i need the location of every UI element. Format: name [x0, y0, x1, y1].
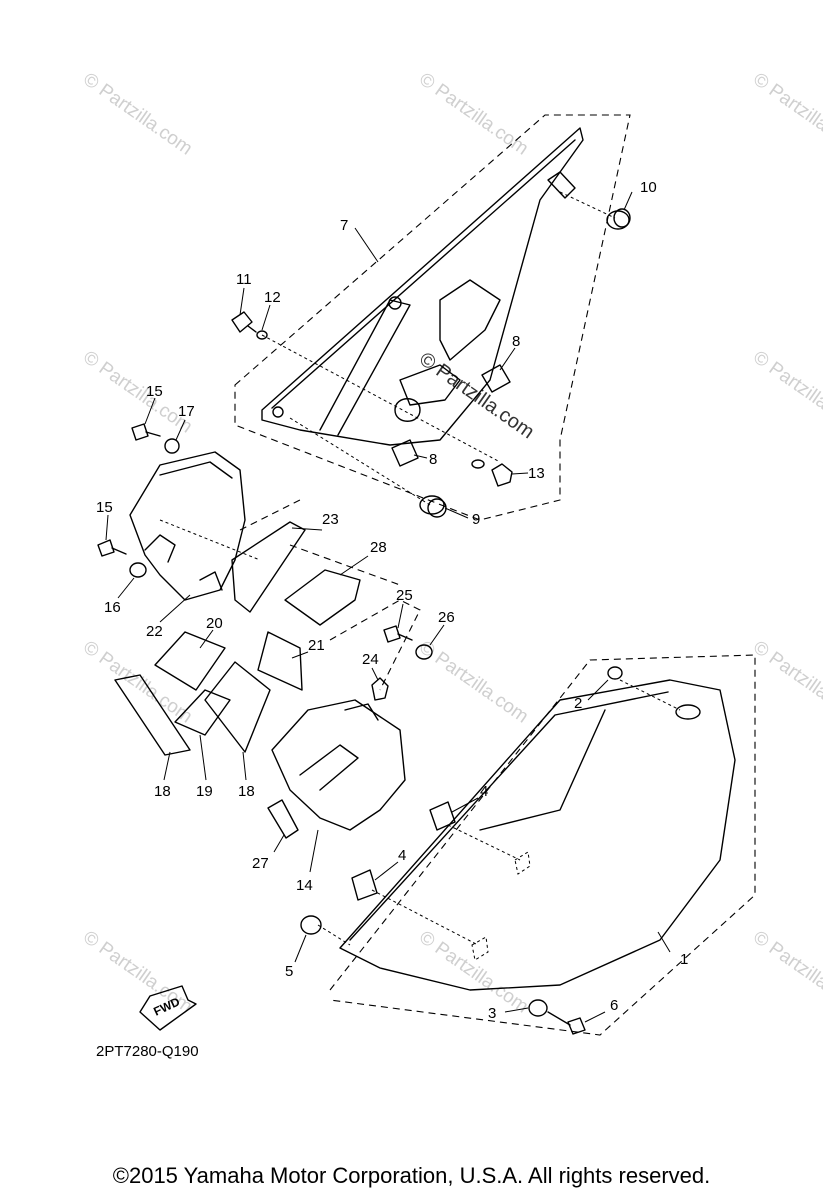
part-3-collar — [528, 999, 548, 1017]
callout-20: 20 — [206, 615, 223, 632]
part-1-side-cover-lower — [339, 679, 736, 991]
callout-17: 17 — [178, 403, 195, 420]
part-8-damper — [481, 364, 511, 393]
part-11-bolt — [231, 311, 257, 333]
watermark: © Partzilla.com — [79, 69, 196, 160]
part-16-grommet — [129, 562, 147, 578]
part-17-washer — [164, 438, 180, 454]
callout-4: 4 — [480, 783, 488, 800]
callout-21: 21 — [308, 637, 325, 654]
part-14-box — [271, 699, 406, 831]
callout-5: 5 — [285, 963, 293, 980]
part-18-sheet-right — [204, 661, 271, 753]
part-22-case — [129, 451, 246, 601]
callout-24: 24 — [362, 651, 379, 668]
watermark: © Partzilla.com — [749, 637, 823, 728]
part-1-outline — [329, 654, 756, 1036]
callout-15: 15 — [146, 383, 163, 400]
part-20-pad — [154, 631, 226, 691]
part-13-nut — [491, 463, 513, 487]
part-2-grommet — [607, 666, 623, 680]
callout-18: 18 — [154, 783, 171, 800]
part-18-sheet — [114, 674, 191, 756]
watermark: © Partzilla.com — [749, 69, 823, 160]
part-27-pad — [267, 799, 299, 839]
callout-14: 14 — [296, 877, 313, 894]
watermark: © Partzilla.com — [749, 347, 823, 438]
callout-16: 16 — [104, 599, 121, 616]
callout-8: 8 — [429, 451, 437, 468]
callout-labels: 7 10 11 12 8 8 13 9 15 17 15 16 22 23 28… — [96, 179, 688, 1022]
callout-2: 2 — [574, 695, 582, 712]
callout-1: 1 — [680, 951, 688, 968]
watermark: © Partzilla.com — [415, 69, 532, 160]
part-24-clip — [371, 677, 389, 701]
part-6-bolt — [547, 1011, 586, 1035]
callout-9: 9 — [472, 511, 480, 528]
part-15-bolt — [131, 423, 161, 441]
watermark: © Partzilla.com — [79, 347, 196, 438]
callout-15: 15 — [96, 499, 113, 516]
callout-23: 23 — [322, 511, 339, 528]
part-7-side-cover-upper — [234, 114, 631, 521]
part-4-damper — [429, 801, 456, 831]
part-26-grommet — [415, 644, 433, 660]
watermark-layer: © Partzilla.com © Partzilla.com © Partzi… — [79, 69, 823, 1018]
part-10-grommet — [606, 208, 631, 230]
copyright-notice: ©2015 Yamaha Motor Corporation, U.S.A. A… — [112, 1163, 711, 1188]
part-9-grommet — [419, 495, 447, 518]
part-8-damper — [391, 439, 419, 467]
callout-4: 4 — [398, 847, 406, 864]
part-12-washer — [256, 330, 268, 340]
callout-27: 27 — [252, 855, 269, 872]
watermark: © Partzilla.com — [415, 637, 532, 728]
callout-7: 7 — [340, 217, 348, 234]
callout-25: 25 — [396, 587, 413, 604]
watermark: © Partzilla.com — [415, 927, 532, 1018]
part-15-bolt-lower — [97, 539, 127, 557]
callout-8: 8 — [512, 333, 520, 350]
diagram-code: 2PT7280-Q190 — [96, 1043, 199, 1060]
callout-10: 10 — [640, 179, 657, 196]
part-28-sheet — [284, 569, 361, 626]
callout-18: 18 — [238, 783, 255, 800]
part-5-grommet — [300, 915, 322, 935]
part-23-sheet — [231, 521, 306, 613]
part-12-washer-lower — [471, 459, 485, 469]
callout-3: 3 — [488, 1005, 496, 1022]
watermark: © Partzilla.com — [749, 927, 823, 1018]
part-25-bolt — [383, 625, 413, 643]
callout-28: 28 — [370, 539, 387, 556]
callout-6: 6 — [610, 997, 618, 1014]
callout-13: 13 — [528, 465, 545, 482]
callout-12: 12 — [264, 289, 281, 306]
callout-19: 19 — [196, 783, 213, 800]
callout-26: 26 — [438, 609, 455, 626]
part-19-sheet — [174, 689, 231, 736]
fwd-label: FWD — [151, 994, 182, 1018]
callout-22: 22 — [146, 623, 163, 640]
part-21-pad — [257, 631, 303, 691]
callout-11: 11 — [236, 271, 252, 288]
part-4-damper-lower — [351, 869, 378, 901]
callout-leaders — [105, 191, 671, 1023]
